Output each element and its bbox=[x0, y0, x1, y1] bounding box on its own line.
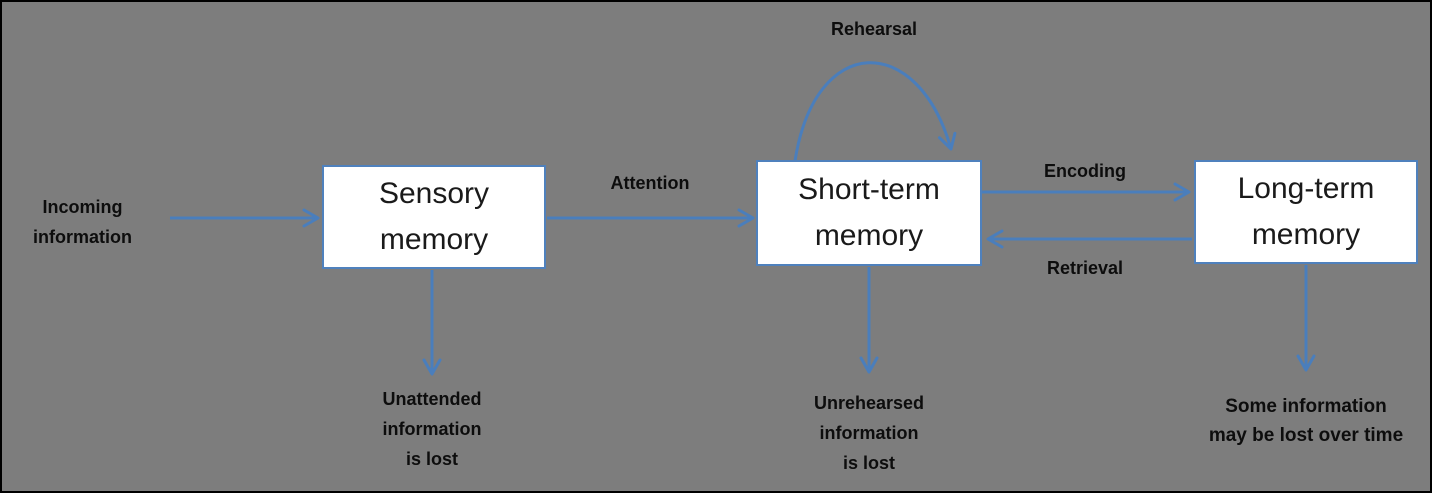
attention-label: Attention bbox=[610, 173, 690, 193]
incoming-information-label: Incoming information bbox=[33, 197, 132, 247]
long-term-loss-label: Some information may be lost over time bbox=[1208, 396, 1404, 446]
encoding-label: Encoding bbox=[1044, 161, 1126, 181]
unrehearsed-loss-label: Unrehearsed information is lost bbox=[813, 393, 925, 473]
long-term-memory-box: Long-term memory bbox=[1194, 160, 1418, 264]
short-term-memory-box: Short-term memory bbox=[756, 160, 982, 266]
rehearsal-loop-arrow bbox=[793, 61, 957, 162]
unattended-loss-label: Unattended information is lost bbox=[382, 389, 482, 469]
retrieval-label: Retrieval bbox=[1046, 258, 1124, 278]
sensory-memory-box: Sensory memory bbox=[322, 165, 546, 269]
rehearsal-label: Rehearsal bbox=[830, 19, 918, 39]
